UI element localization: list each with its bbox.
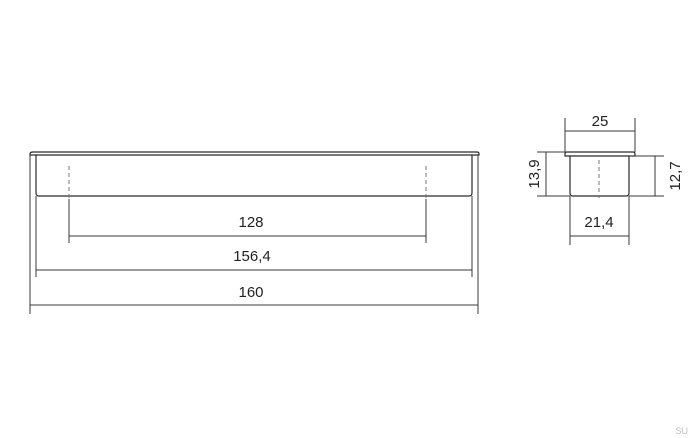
front-view: 128 156,4 160 [29, 151, 480, 314]
side-view: 25 13,9 12,7 21,4 [526, 113, 684, 245]
watermark-text: SU [675, 426, 688, 436]
dim-label-total-length: 160 [238, 284, 263, 301]
dim-label-body-height: 12,7 [667, 161, 684, 190]
handle-front-outline [29, 151, 480, 197]
dim-label-bottom-width: 21,4 [584, 214, 613, 231]
dim-label-inner-length: 156,4 [233, 248, 271, 265]
dim-label-hole-spacing: 128 [238, 214, 263, 231]
dim-label-total-height: 13,9 [526, 159, 543, 188]
handle-side-outline [564, 151, 636, 197]
dim-label-top-width: 25 [592, 113, 609, 130]
